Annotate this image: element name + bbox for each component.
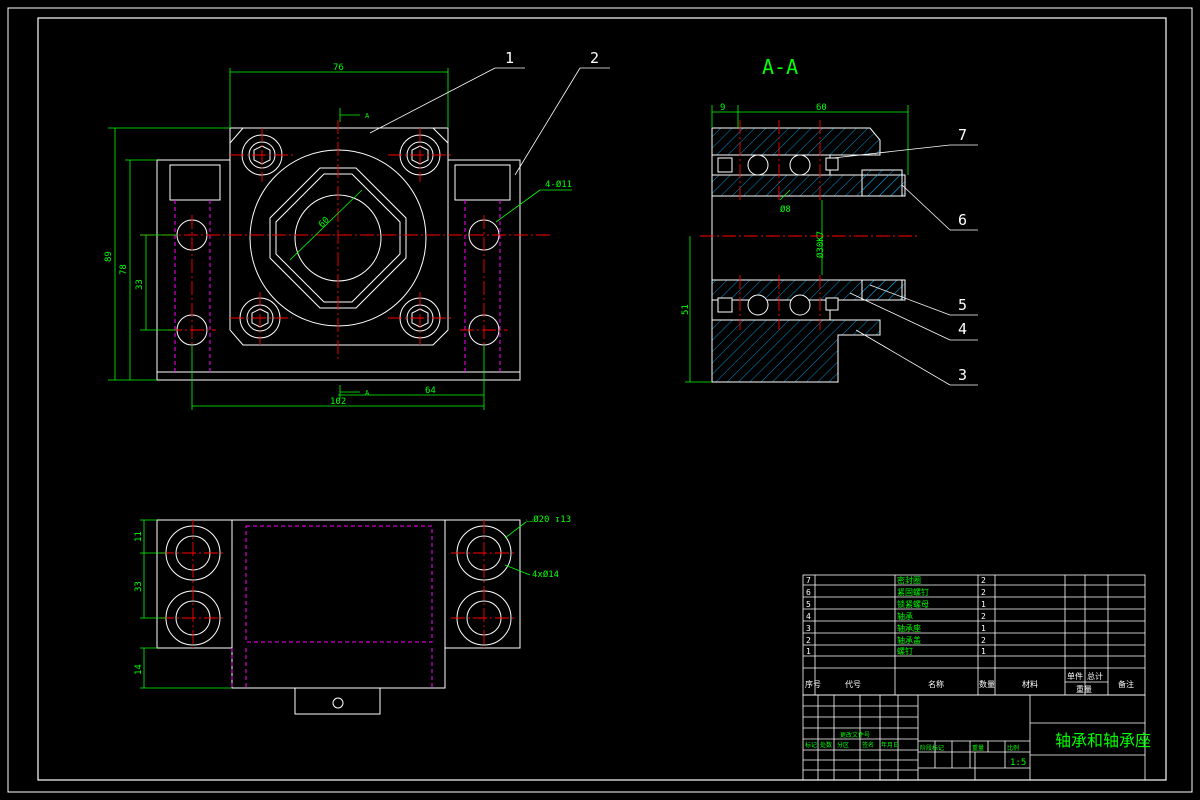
top-dimension-labels: 11 33 14 ⌴Ø20 ↧13 4xØ14 <box>134 514 571 675</box>
bom-header-name: 名称 <box>928 679 944 689</box>
drawing-title: 轴承和轴承座 <box>1055 731 1151 750</box>
bom-row-2-name: 轴承盖 <box>897 635 921 645</box>
bom-table <box>802 574 1146 696</box>
section-marker-bottom: A <box>365 389 370 397</box>
top-dimensions <box>140 519 531 689</box>
title-block <box>802 694 1146 781</box>
bom-row-4-no: 4 <box>806 612 811 621</box>
balloon-2: 2 <box>590 49 599 67</box>
bom-row-1-name: 螺钉 <box>897 646 913 656</box>
balloon-7: 7 <box>958 126 967 144</box>
tb-label-4: 更改文件号 <box>840 731 870 739</box>
bom-header: 序号 代号 名称 数量 材料 单件 总计 重量 备注 <box>805 671 1134 694</box>
balloon-leaders-front <box>369 67 610 176</box>
dim-section-width: 60 <box>816 103 827 113</box>
outer-border <box>7 7 1193 793</box>
balloon-1: 1 <box>505 49 514 67</box>
bom-row-2-qty: 2 <box>981 636 986 645</box>
section-dimensions <box>685 105 909 383</box>
bom-header-unit: 单件 <box>1067 671 1083 681</box>
front-view <box>156 127 521 381</box>
bom-header-total: 总计 <box>1087 671 1103 681</box>
bom-header-material: 材料 <box>1022 679 1038 689</box>
balloon-5: 5 <box>958 296 967 314</box>
dim-top-v3: 14 <box>134 664 144 675</box>
balloon-3: 3 <box>958 366 967 384</box>
dim-bottom-left: 102 <box>330 397 346 407</box>
section-view <box>711 127 906 383</box>
bom-row-2-no: 2 <box>806 636 811 645</box>
bom-row-7-qty: 2 <box>981 576 986 585</box>
top-view <box>156 519 521 715</box>
bom-row-3-name: 轴承座 <box>897 623 921 633</box>
tb-label-5: 签名 <box>862 741 874 749</box>
balloon-4: 4 <box>958 320 967 338</box>
tb-label-9: 比例 <box>1007 744 1019 752</box>
bom-header-qty: 数量 <box>979 679 995 689</box>
top-hidden-lines <box>231 525 433 688</box>
bom-row-4-name: 轴承 <box>897 611 913 621</box>
bom-header-seq: 序号 <box>805 679 821 689</box>
section-title: A-A <box>762 55 798 79</box>
dim-section-small: Ø8 <box>780 204 791 215</box>
dim-top-v1: 11 <box>134 531 144 542</box>
bom-row-6-no: 6 <box>806 588 811 597</box>
dim-top-v2: 33 <box>134 581 144 592</box>
dim-hole-callout: 4-Ø11 <box>545 179 572 190</box>
bom-row-7-name: 密封圈 <box>897 575 921 585</box>
tb-label-3: 分区 <box>837 741 849 749</box>
dim-bottom-right: 64 <box>425 386 436 396</box>
bom-row-6-name: 紧固螺钉 <box>897 587 929 597</box>
inner-border <box>37 17 1167 781</box>
dim-section-height: 51 <box>681 304 691 315</box>
bom-row-1-qty: 1 <box>981 647 986 656</box>
bom-header-remark: 备注 <box>1118 679 1134 689</box>
front-dimensions <box>108 68 572 410</box>
title-block-labels: 标记 处数 分区 更改文件号 签名 年月日 阶段标记 重量 比例 <box>805 731 1019 752</box>
bom-row-1-no: 1 <box>806 647 811 656</box>
balloon-leaders-section <box>832 144 978 386</box>
bom-row-5-no: 5 <box>806 600 811 609</box>
tb-label-2: 处数 <box>820 741 832 749</box>
bom-row-7-no: 7 <box>806 576 811 585</box>
tb-label-8: 重量 <box>972 744 984 752</box>
section-markers <box>339 108 360 399</box>
dim-top-holes: 4xØ14 <box>532 569 559 580</box>
tb-label-1: 标记 <box>805 741 817 749</box>
front-hidden-lines <box>174 200 501 372</box>
bom-header-code: 代号 <box>845 679 861 689</box>
dim-hole-spacing: 33 <box>135 279 145 290</box>
bom-row-6-qty: 2 <box>981 588 986 597</box>
dim-section-left: 9 <box>720 103 725 113</box>
section-center-lines <box>700 120 920 330</box>
section-marker-top: A <box>365 112 370 120</box>
top-center-lines <box>160 520 517 648</box>
dim-diameter: 60 <box>317 215 332 230</box>
bom-row-3-qty: 1 <box>981 624 986 633</box>
dim-top-counterbore: ⌴Ø20 ↧13 <box>526 514 571 525</box>
tb-label-6: 年月日 <box>881 741 899 749</box>
bom-row-3-no: 3 <box>806 624 811 633</box>
section-dimension-labels: 9 60 51 Ø30K7 Ø8 <box>681 103 827 315</box>
bom-rows: 7 密封圈 2 6 紧固螺钉 2 5 锁紧螺母 1 4 轴承 2 3 轴承座 1… <box>806 575 986 656</box>
bom-row-5-name: 锁紧螺母 <box>897 599 929 609</box>
dim-width-top: 76 <box>333 63 344 73</box>
front-dimension-labels: 76 89 78 33 102 64 60 4-Ø11 <box>104 63 572 407</box>
dim-section-bore: Ø30K7 <box>815 231 826 258</box>
dim-height-inner: 78 <box>119 264 129 275</box>
scale-value: 1:5 <box>1010 758 1026 768</box>
bom-row-4-qty: 2 <box>981 612 986 621</box>
tb-label-7: 阶段标记 <box>920 744 944 752</box>
balloon-6: 6 <box>958 211 967 229</box>
front-center-lines <box>140 120 550 360</box>
bom-header-weight: 重量 <box>1076 684 1092 694</box>
dim-height-total: 89 <box>104 251 114 262</box>
bom-row-5-qty: 1 <box>981 600 986 609</box>
